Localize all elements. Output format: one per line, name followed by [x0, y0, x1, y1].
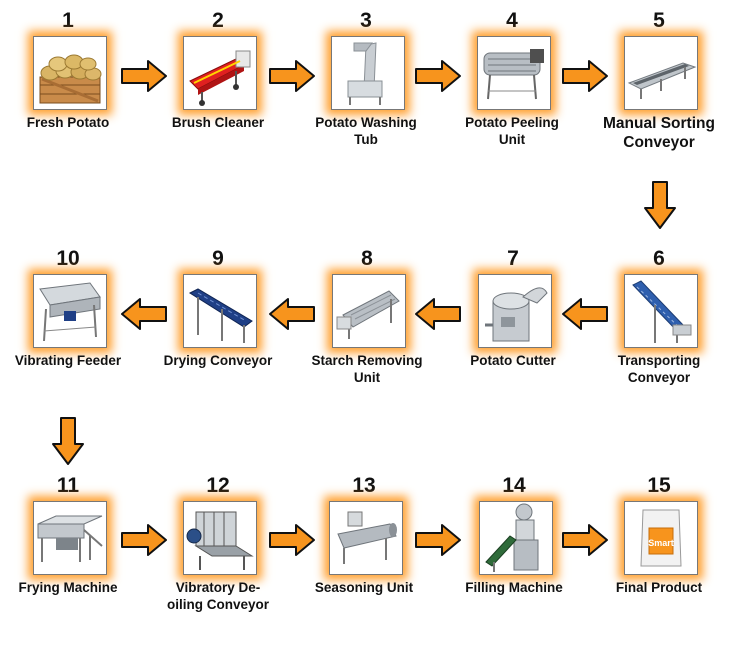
arrow-right-icon — [120, 523, 168, 557]
step-label: Frying Machine — [18, 580, 118, 595]
step-label: Final Product — [615, 580, 703, 595]
product-bag-text: Smart — [648, 538, 674, 548]
step-label: Drying Conveyor — [163, 353, 273, 368]
step-label: Transporting Conveyor — [617, 353, 701, 385]
step-label: Manual Sorting Conveyor — [603, 115, 715, 151]
arrow-right-icon — [414, 59, 462, 93]
arrow-left-icon — [120, 297, 168, 331]
step-number: 2 — [212, 9, 224, 32]
drying-conveyor-icon — [183, 274, 257, 348]
arrow-right-icon — [268, 523, 316, 557]
frying-machine-icon — [33, 501, 107, 575]
step-number: 4 — [506, 9, 518, 32]
arrow-right-icon — [268, 59, 316, 93]
brush-cleaner-icon — [183, 36, 257, 110]
step-number: 9 — [212, 247, 224, 270]
step-number: 15 — [647, 474, 671, 497]
step-number: 13 — [352, 474, 376, 497]
step-number: 1 — [62, 9, 74, 32]
arrow-down-icon — [51, 416, 85, 466]
step-number: 6 — [653, 247, 665, 270]
arrow-left-icon — [268, 297, 316, 331]
arrow-left-icon — [414, 297, 462, 331]
vibrating-feeder-icon — [33, 274, 107, 348]
seasoning-drum-icon — [329, 501, 403, 575]
step-label: Vibrating Feeder — [14, 353, 122, 368]
step-number: 14 — [502, 474, 526, 497]
step-number: 11 — [56, 474, 80, 497]
arrow-right-icon — [561, 523, 609, 557]
step-label: Brush Cleaner — [171, 115, 265, 130]
starch-drum-icon — [332, 274, 406, 348]
deoiling-conveyor-icon — [183, 501, 257, 575]
step-label: Potato Peeling Unit — [465, 115, 559, 147]
sorting-conveyor-icon — [624, 36, 698, 110]
step-label: Potato Washing Tub — [315, 115, 417, 147]
washing-tub-icon — [331, 36, 405, 110]
step-number: 3 — [360, 9, 372, 32]
incline-conveyor-icon — [624, 274, 698, 348]
step-number: 12 — [206, 474, 230, 497]
step-label: Potato Cutter — [470, 353, 556, 368]
filling-machine-icon — [479, 501, 553, 575]
arrow-down-icon — [643, 180, 677, 230]
potato-crate-icon — [33, 36, 107, 110]
step-number: 10 — [56, 247, 80, 270]
step-number: 8 — [361, 247, 373, 270]
arrow-right-icon — [120, 59, 168, 93]
product-bag-icon: Smart — [624, 501, 698, 575]
peeling-unit-icon — [477, 36, 551, 110]
step-label: Fresh Potato — [26, 115, 110, 130]
step-number: 5 — [653, 9, 665, 32]
step-label: Filling Machine — [465, 580, 563, 595]
arrow-right-icon — [414, 523, 462, 557]
arrow-left-icon — [561, 297, 609, 331]
potato-cutter-icon — [478, 274, 552, 348]
step-label: Starch Removing Unit — [311, 353, 423, 385]
step-label: Seasoning Unit — [314, 580, 414, 595]
step-number: 7 — [507, 247, 519, 270]
arrow-right-icon — [561, 59, 609, 93]
step-label: Vibratory De-oiling Conveyor — [166, 580, 269, 612]
